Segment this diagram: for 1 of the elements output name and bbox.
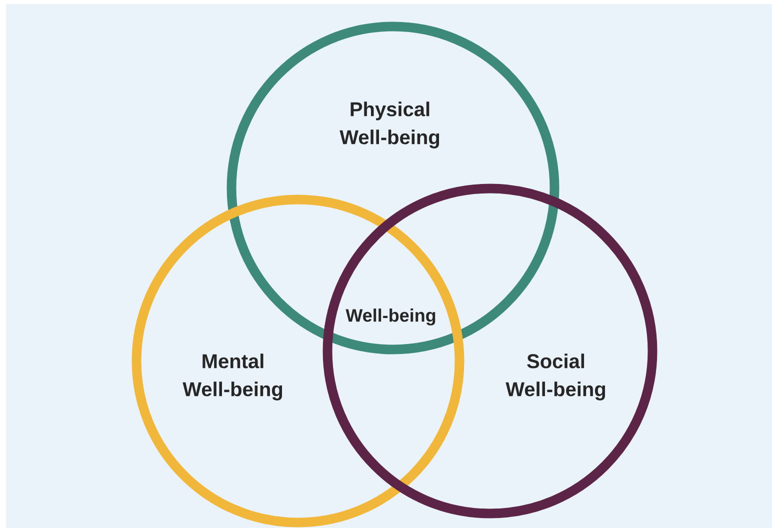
overlap-label: Well-being: [346, 308, 436, 326]
